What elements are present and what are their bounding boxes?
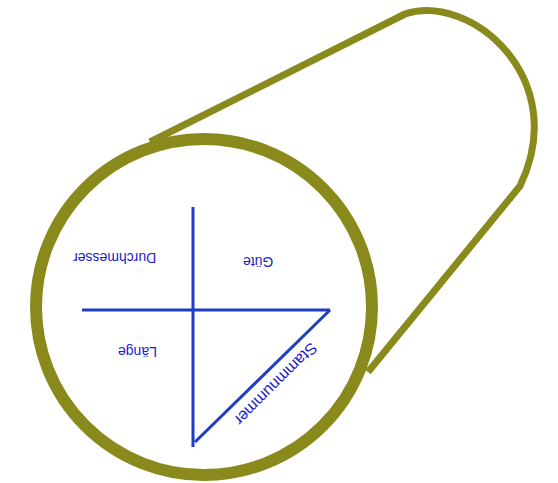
log-end-face [36, 139, 372, 475]
log-end-circle: Durchmesser GüteLänge Stammnummer [30, 133, 378, 481]
field-label: Güte [243, 254, 273, 269]
diagonal-line [195, 310, 330, 442]
cross-line [82, 309, 330, 312]
field-label: Stammnummer [231, 339, 321, 429]
field-label: Durchmesser [73, 250, 156, 265]
field-label: Länge [118, 344, 157, 359]
circle-rim [36, 139, 372, 475]
cross-line [192, 207, 195, 447]
circle-outline [30, 133, 378, 481]
